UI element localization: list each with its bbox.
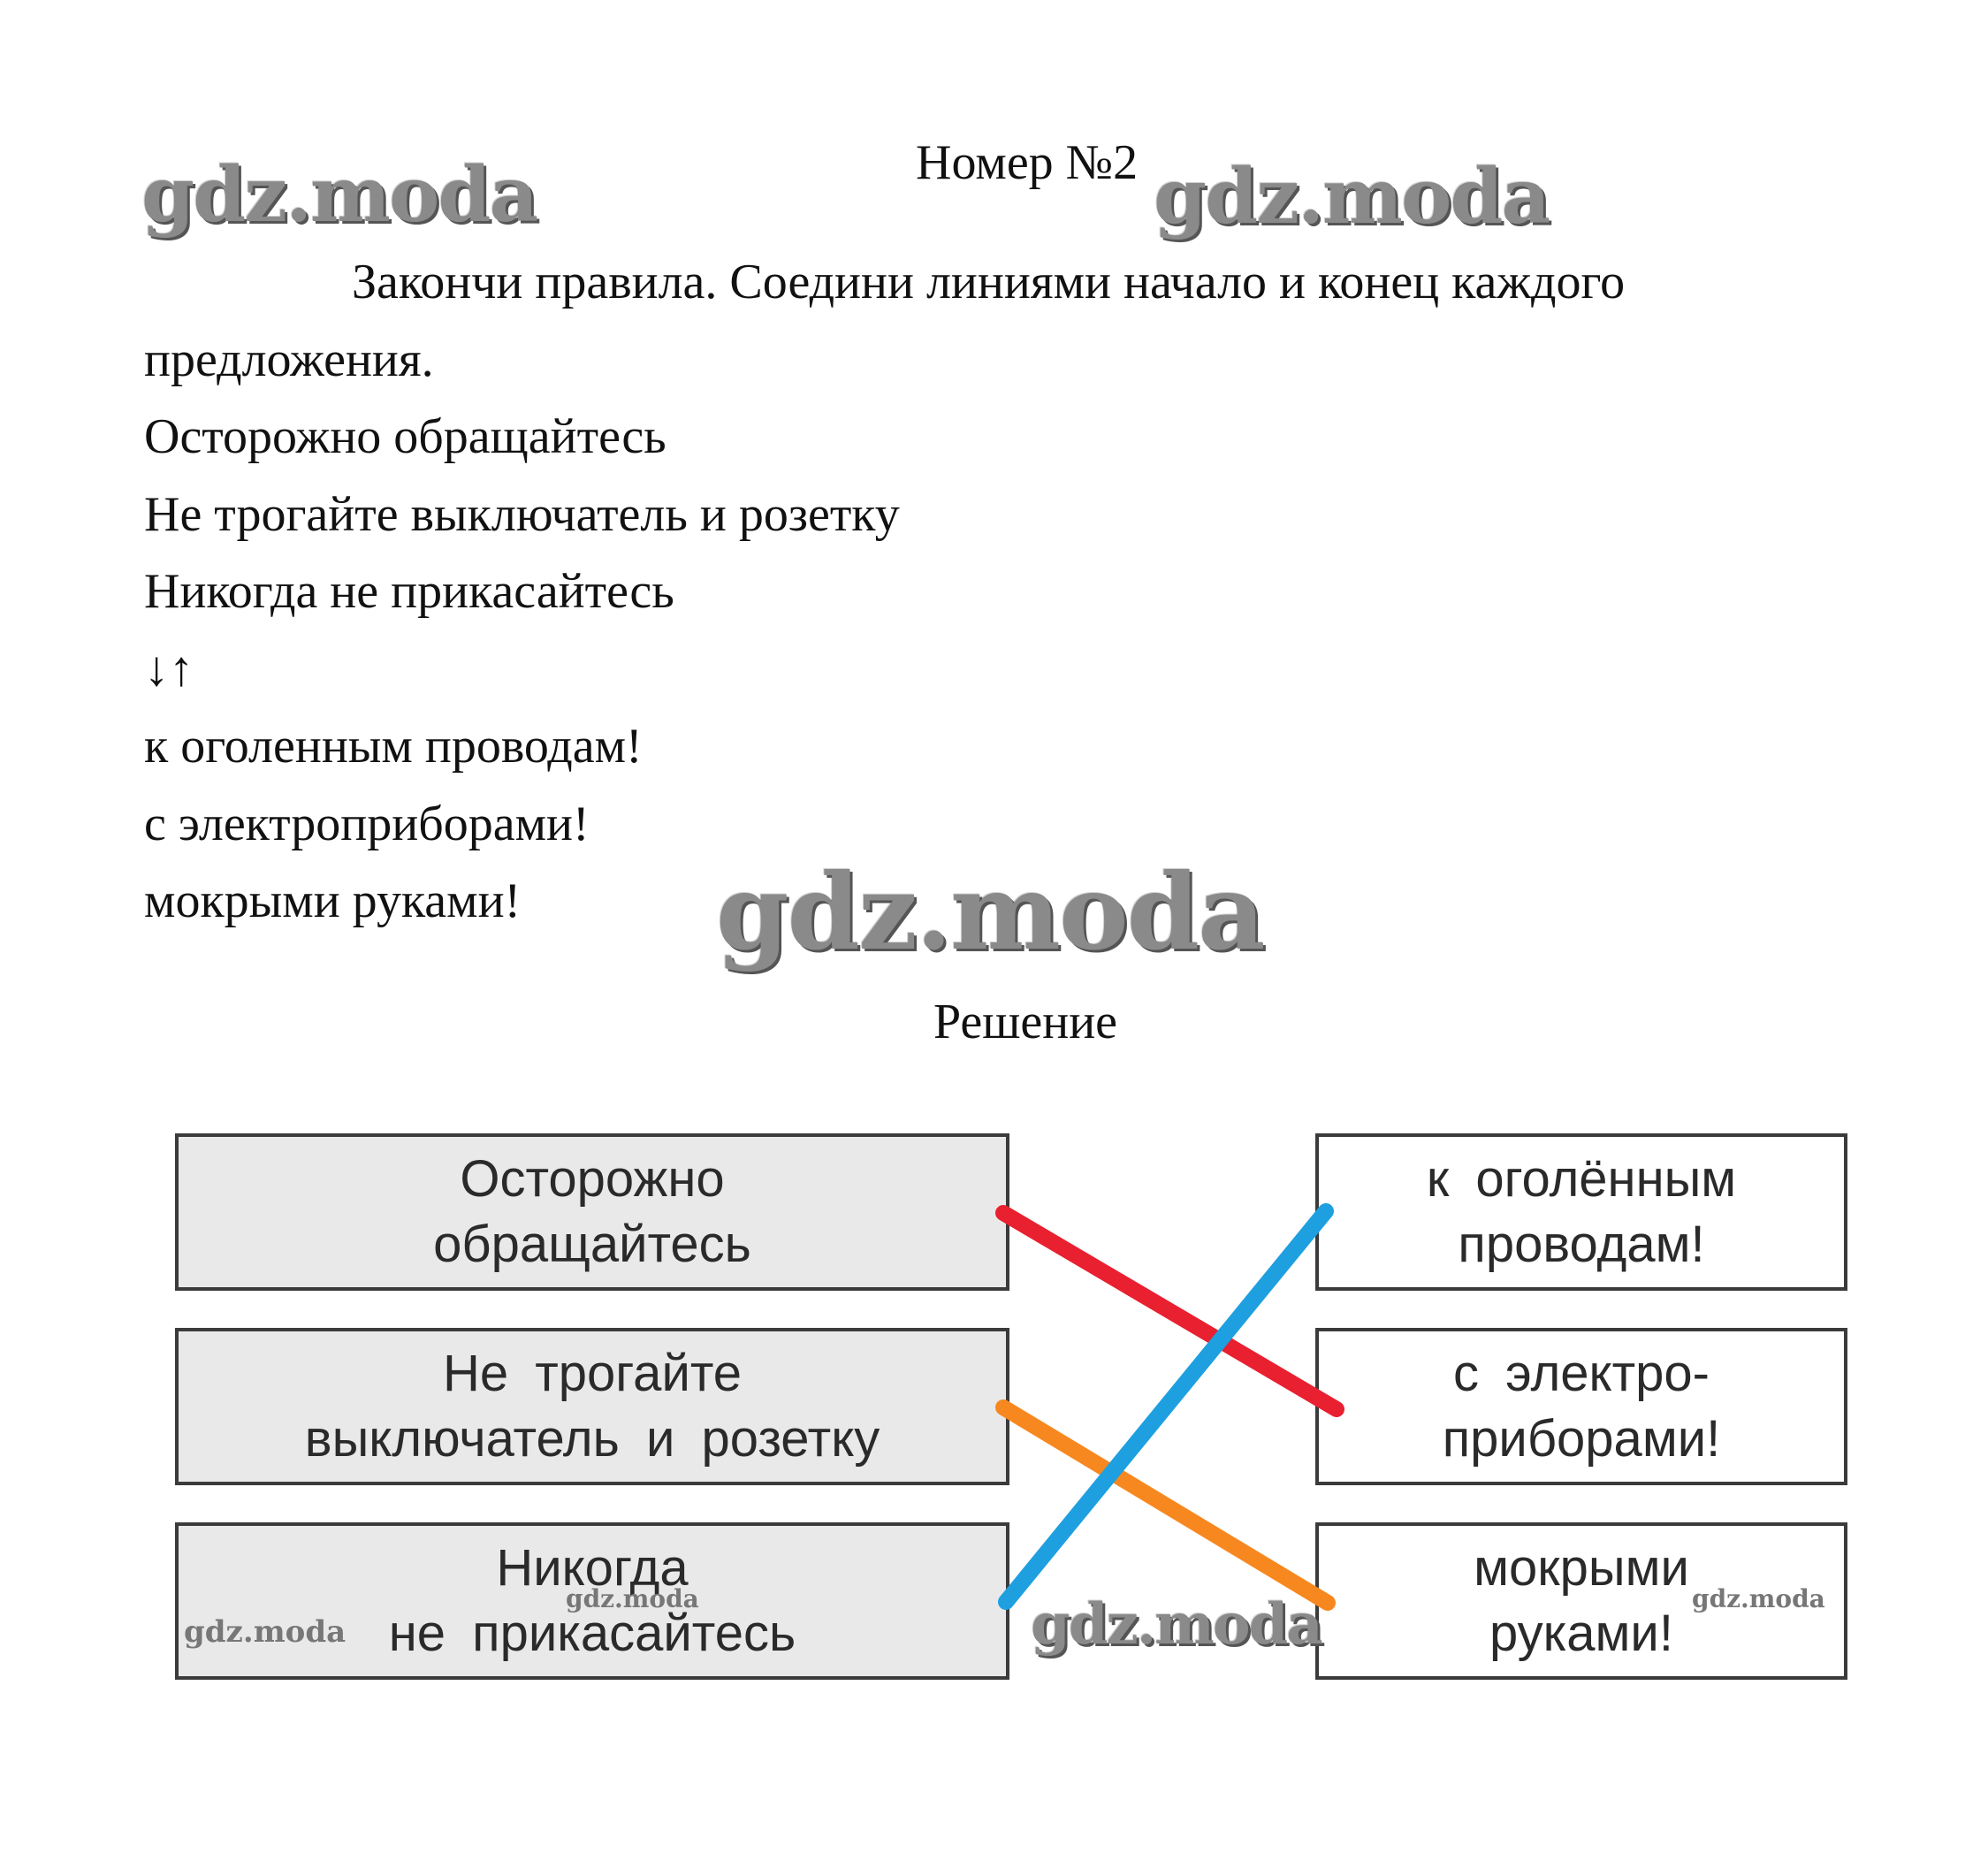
connector-line-blue [998, 1203, 1334, 1610]
task-item: Осторожно обращайтесь [144, 409, 666, 464]
right-box-text: мокрыми руками! [1474, 1539, 1689, 1662]
watermark-logo: gdz.moda [1692, 1584, 1825, 1613]
task-instruction-line-1: Закончи правила. Соедини линиями начало … [352, 255, 1626, 309]
left-box-text: Не трогайте выключатель и розетку [304, 1345, 880, 1468]
right-box-text: к оголённым проводам! [1426, 1150, 1737, 1273]
watermark-logo: gdz.moda [716, 850, 1266, 973]
page-title: Номер №2 [916, 135, 1139, 190]
right-box: мокрыми руками! [1315, 1522, 1847, 1680]
arrows-symbol: ↓↑ [144, 642, 194, 697]
left-box-text: Никогда не прикасайтесь [388, 1539, 796, 1662]
watermark-logo: gdz.moda [141, 150, 538, 240]
connector-line-red [995, 1205, 1344, 1417]
right-box: к оголённым проводам! [1315, 1133, 1847, 1291]
right-box-text: с электро- приборами! [1442, 1345, 1721, 1468]
connector-line-orange [995, 1399, 1336, 1611]
matching-diagram: Осторожно обращайтесь Не трогайте выключ… [168, 1123, 1847, 1689]
task-item: с электроприборами! [144, 797, 590, 851]
task-instruction-line-2: предложения. [144, 332, 434, 387]
watermark-logo: gdz.moda [184, 1614, 347, 1650]
watermark-logo: gdz.moda [566, 1584, 699, 1613]
solution-title: Решение [933, 995, 1118, 1049]
task-item: к оголенным проводам! [144, 719, 643, 774]
right-box: с электро- приборами! [1315, 1328, 1847, 1485]
left-box-text: Осторожно обращайтесь [433, 1150, 751, 1273]
connector-lines [995, 1203, 1344, 1611]
task-item: мокрыми руками! [144, 873, 522, 928]
left-box: Осторожно обращайтесь [175, 1133, 1009, 1291]
task-item: Никогда не прикасайтесь [144, 564, 674, 619]
task-item: Не трогайте выключатель и розетку [144, 487, 900, 542]
watermark-logo: gdz.moda [1031, 1591, 1323, 1658]
watermark-logo: gdz.moda [1154, 152, 1550, 241]
left-box: Никогда не прикасайтесь [175, 1522, 1009, 1680]
